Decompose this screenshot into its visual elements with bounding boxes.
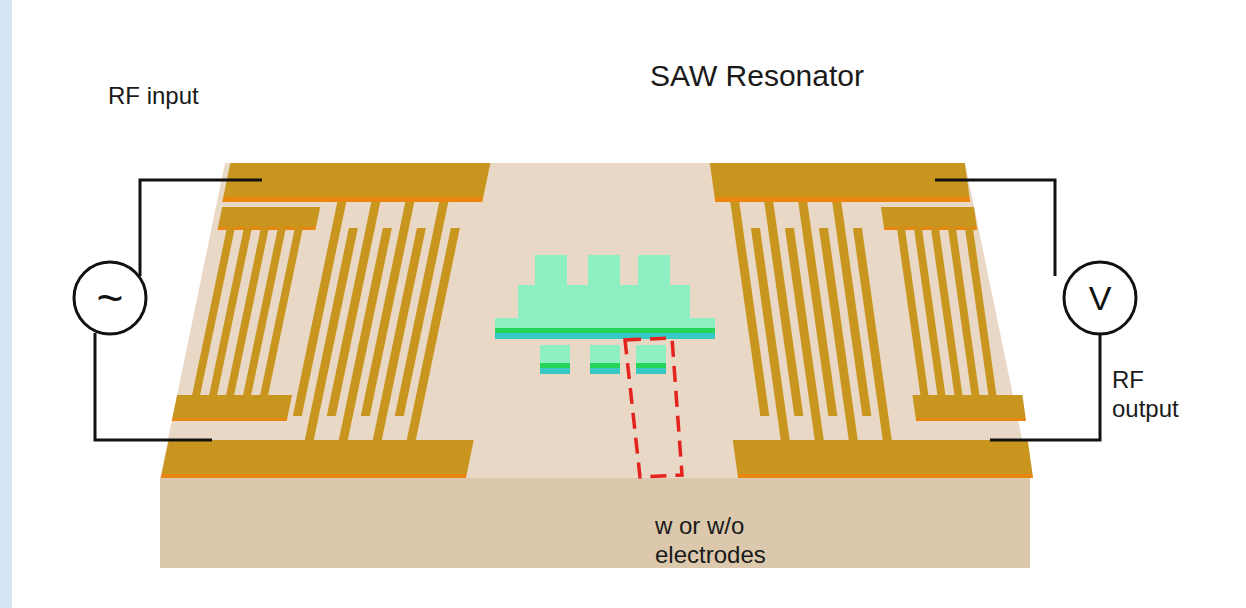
sample-flake — [495, 255, 715, 374]
voltmeter-symbol: V — [1062, 260, 1138, 336]
right-idt — [694, 163, 1034, 478]
electrode-outline — [625, 338, 682, 477]
port-label: RF output — [1112, 366, 1204, 424]
symbol-text: ~ — [72, 260, 148, 336]
substrate-top — [160, 163, 1030, 478]
diagram-title: SAW Resonator — [650, 58, 864, 94]
left-idt — [160, 163, 532, 478]
substrate-front — [160, 478, 1030, 568]
wires — [95, 180, 1100, 440]
side-strip — [0, 0, 12, 608]
source-symbol: ~ — [72, 260, 148, 336]
electrode-note: w or w/o electrodes — [655, 512, 805, 570]
port-label: RF input — [108, 82, 278, 111]
symbol-text: V — [1062, 260, 1138, 336]
